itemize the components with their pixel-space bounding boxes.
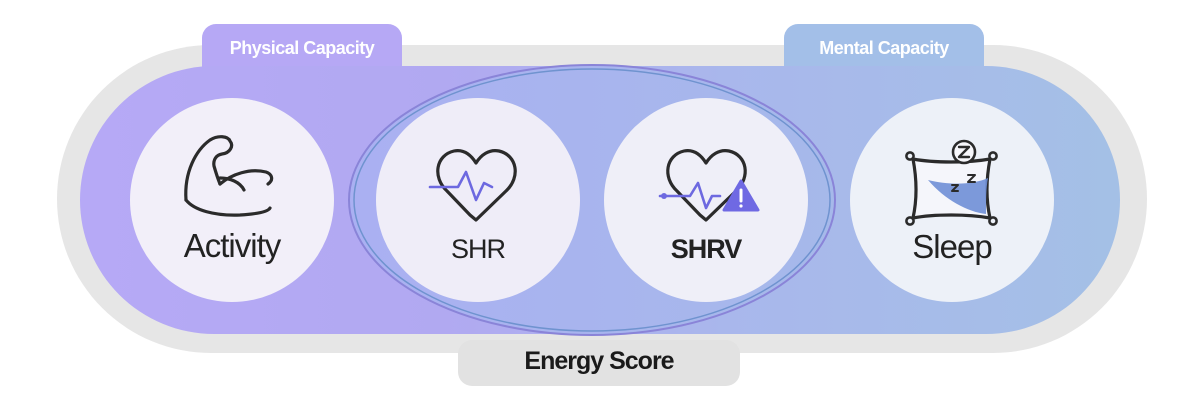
- energy-score-tab: [458, 340, 740, 386]
- sleep-label: Sleep: [912, 228, 992, 265]
- shrv-circle: [604, 98, 808, 302]
- activity-label: Activity: [183, 227, 282, 264]
- shr-label: SHR: [450, 234, 506, 264]
- pillow-sleep-icon: [905, 139, 998, 226]
- flexed-arm-icon: [184, 135, 274, 217]
- heart-pulse-icon: [428, 149, 517, 222]
- physical-capacity-label: Physical Capacity: [229, 38, 375, 58]
- mental-capacity-label: Mental Capacity: [819, 38, 949, 58]
- shrv-label: SHRV: [670, 234, 743, 264]
- shr-circle: [376, 98, 580, 302]
- activity-circle: [130, 98, 334, 302]
- heart-pulse-warning-icon: [658, 149, 760, 222]
- energy-score-label: Energy Score: [524, 347, 674, 375]
- overlap-zone-outline: [353, 68, 831, 332]
